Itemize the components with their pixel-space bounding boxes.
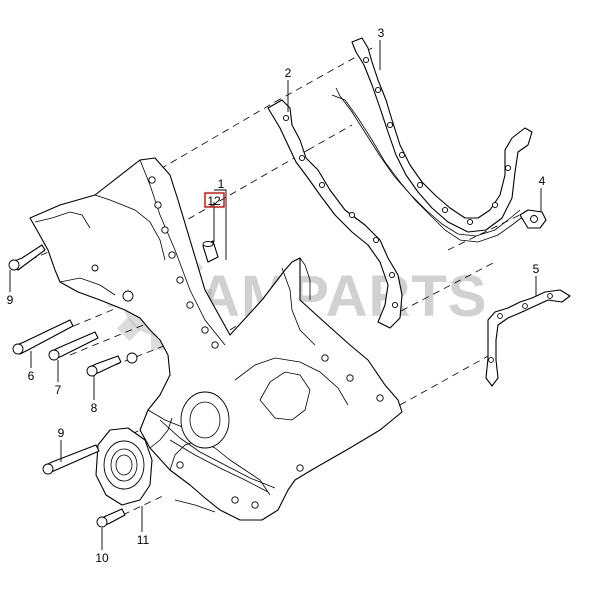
callout-3: 3 xyxy=(378,26,385,40)
callout-8: 8 xyxy=(91,401,98,415)
callout-labels: 1 12 2 3 4 5 9 6 7 8 9 10 11 xyxy=(7,26,546,565)
callout-11: 11 xyxy=(137,533,150,547)
bolt-part-7 xyxy=(48,331,99,361)
cover-bolt-holes xyxy=(91,176,384,509)
bolt-part-9-lower xyxy=(42,444,100,475)
callout-12: 12 xyxy=(207,194,221,208)
callout-10: 10 xyxy=(95,551,109,565)
dowel-pin xyxy=(202,240,219,263)
bolt-part-6 xyxy=(12,319,74,355)
gasket-part-2 xyxy=(267,99,403,329)
callout-5: 5 xyxy=(533,262,540,276)
callout-1: 1 xyxy=(218,177,225,191)
gasket-part-3 xyxy=(331,37,533,243)
watermark-text: AMPARTS xyxy=(198,264,487,329)
leader-lines xyxy=(9,40,542,550)
callout-9-lower: 9 xyxy=(58,426,65,440)
callout-9-upper: 9 xyxy=(7,293,14,307)
seal-part-4 xyxy=(519,209,547,229)
callout-4: 4 xyxy=(539,174,546,188)
callout-2: 2 xyxy=(285,66,292,80)
callout-7: 7 xyxy=(55,383,62,397)
bolt-part-9-upper xyxy=(8,244,46,271)
highlight-box xyxy=(204,192,225,208)
seal-housing-part-11 xyxy=(95,427,153,506)
timing-cover xyxy=(29,157,403,521)
gasket-part-5 xyxy=(485,289,571,387)
callout-6: 6 xyxy=(28,369,35,383)
bolt-part-10 xyxy=(96,508,126,528)
bolt-part-8 xyxy=(86,355,122,377)
